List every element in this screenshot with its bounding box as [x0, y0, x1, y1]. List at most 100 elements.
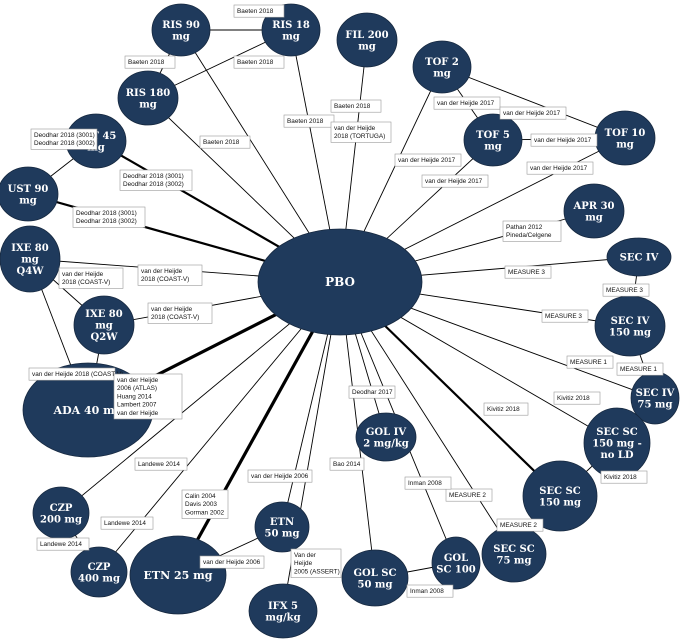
node-ifx5: IFX 5mg/kg [248, 583, 318, 639]
edge-label-text: van der Heijde 2018 (COAST-V) [32, 371, 123, 378]
node-label: SEC SC [596, 427, 638, 438]
edge-label-text: van der Heijde 2017 [503, 110, 561, 117]
edge-label-text: Deodhar 2018 (3001) [34, 132, 95, 139]
edge-label: van der Heijde 2017 [499, 106, 567, 120]
node-label: mg [433, 68, 451, 79]
edge-label-box [134, 457, 188, 471]
edge-label: van der Heijde 2017 [433, 96, 501, 110]
edge-label-text: 2018 (TORTUGA) [334, 133, 385, 140]
node-label: SEC IV [611, 316, 650, 327]
node-label: RIS 180 [126, 88, 171, 99]
edge-label-text: Deodhar 2018 (3002) [76, 218, 137, 225]
edge-label: van der Heijde 2006 [199, 555, 265, 569]
edge-label: Landewe 2014 [100, 516, 154, 530]
edge-label-text: van der Heijde 2017 [398, 157, 456, 164]
edge-label-box [406, 584, 454, 598]
node-shape [151, 3, 211, 57]
node-shape [257, 228, 423, 336]
node-shape [73, 295, 135, 355]
edge-label: Landewe 2014 [134, 457, 188, 471]
edge-label-box [199, 135, 251, 149]
edge-label-text: Kivitiz 2018 [557, 395, 590, 402]
node-shape [0, 166, 59, 222]
edge-label-text: van der Heijde [62, 271, 104, 278]
edge-label-text: 2018 (COAST-V) [141, 276, 189, 283]
edge-label-text: Deodhar 2018 (3002) [34, 140, 95, 147]
node-label: 50 mg [265, 528, 300, 539]
node-label: 200 mg [40, 514, 82, 525]
node-label: APR 30 [573, 201, 615, 212]
edge-label-text: Calin 2004 [185, 493, 216, 500]
node-label: TOF 5 [476, 130, 510, 141]
edge-label-box [199, 555, 265, 569]
node-label: GOL IV [366, 427, 406, 438]
edge-label: Kivitiz 2018 [600, 470, 648, 484]
node-label: TOF 2 [425, 57, 459, 68]
node-shape [248, 583, 318, 639]
node-label: SEC SC [539, 486, 581, 497]
node-label: ADA 40 mg [53, 404, 123, 417]
edge-label: MEASURE 2 [496, 518, 544, 532]
edge-label: Inman 2008 [404, 476, 452, 490]
edge-label-text: Lambert 2007 [117, 402, 157, 409]
edge-label-box [124, 55, 176, 69]
edge-label-text: Deodhar 2018 (3001) [76, 210, 137, 217]
edge-label: Baeten 2018 [199, 135, 251, 149]
edge-label-text: Baeten 2018 [237, 8, 274, 15]
node-label: 2 mg/kg [363, 438, 409, 449]
node-label: RIS 90 [162, 20, 200, 31]
edge-label-text: van der Heijde [141, 268, 183, 275]
edge-label-text: MEASURE 1 [570, 359, 607, 366]
edge-label-text: van der Heijde 2017 [530, 165, 588, 172]
edge-label-text: van der Heijde [117, 410, 159, 417]
node-label: mg/kg [265, 612, 300, 623]
edge-label-text: 2006 (ATLAS) [117, 385, 157, 392]
edge-label: MEASURE 1 [566, 355, 614, 369]
edge-label-box [137, 264, 203, 286]
edge-label-box [247, 469, 313, 483]
node-shape [0, 225, 61, 293]
edge-label-box [566, 355, 614, 369]
edge-label-text: Baeten 2018 [287, 118, 324, 125]
node-label: 150 mg - [592, 439, 642, 450]
edge-label-box [100, 516, 154, 530]
edge-label-text: Landewe 2014 [138, 461, 180, 468]
node-shape [412, 40, 472, 94]
node-label: 75 mg [638, 399, 673, 410]
edge-label: Inman 2008 [406, 584, 454, 598]
node-label: Q2W [91, 332, 119, 343]
edge-label-box [600, 470, 648, 484]
edge-tof2-tof10 [441, 66, 626, 139]
edge-label-box [526, 161, 594, 175]
edge-label-text: van der Heijde [117, 377, 159, 384]
node-label: SEC SC [493, 544, 535, 555]
node-label: mg [358, 41, 376, 52]
edge-label-text: Deodhar 2018 (3002) [123, 181, 184, 188]
edge-label-box [36, 537, 90, 551]
node-shape [336, 12, 398, 68]
node-shape [463, 113, 523, 167]
edge-label-text: Pathan 2012 [506, 224, 543, 231]
edge-label-box [233, 55, 285, 69]
edge-label-text: van der Heijde 2017 [437, 100, 495, 107]
edge-label-text: van der Heijde 2017 [425, 178, 483, 185]
node-label: mg [172, 31, 190, 42]
node-etn25: ETN 25 mg [129, 535, 227, 615]
edge-label: Deodhar 2018 (3001)Deodhar 2018 (3002) [72, 206, 146, 228]
edge-label-text: Deodhar 2017 [352, 389, 393, 396]
edge-label-box [113, 373, 183, 420]
edge-label-text: Landewe 2014 [40, 541, 82, 548]
node-label: 50 mg [358, 579, 393, 590]
edge-label-box [181, 489, 229, 519]
node-shape [563, 183, 625, 239]
edge-label: van der Heijde 2017 [526, 161, 594, 175]
